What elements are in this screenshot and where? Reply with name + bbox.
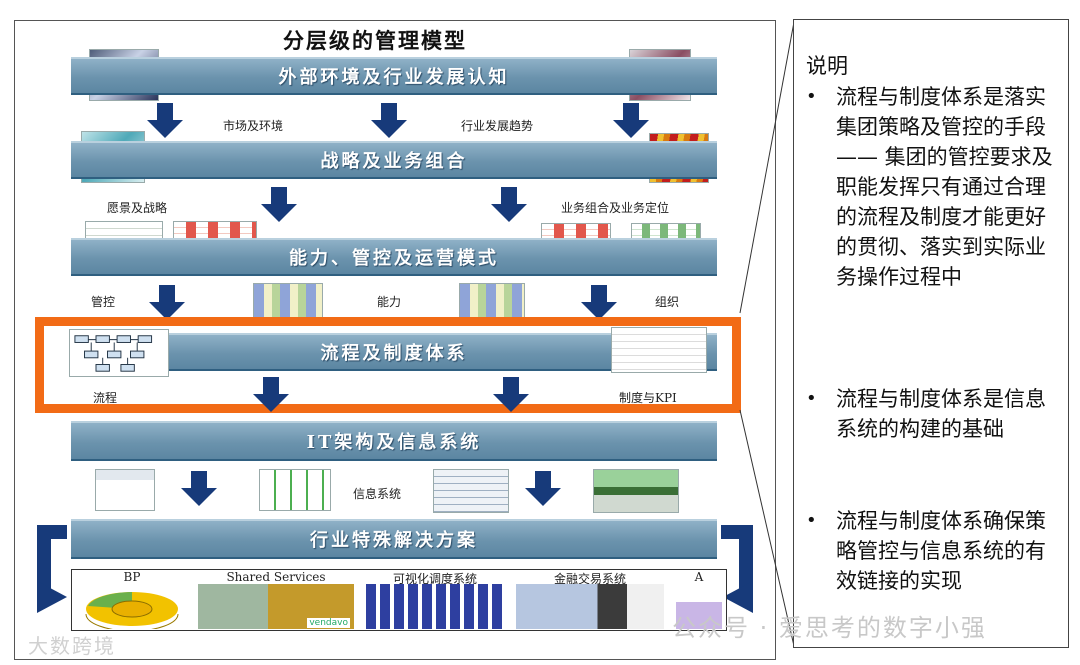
note-text: 流程与制度体系是信息系统的构建的基础 [836,384,1058,444]
down-arrow-icon [581,285,617,321]
notes-panel: 说明 • 流程与制度体系是落实集团策略及管控的手段—— 集团的管控要求及职能发挥… [793,19,1069,648]
label-market: 市场及环境 [223,117,283,134]
screenshot-thumbnail [95,469,155,511]
solution-visual-dispatch: 可视化调度系统 [360,570,510,632]
band-label: IT架构及信息系统 [71,423,717,459]
label-info-system: 信息系统 [353,485,401,502]
notes-title: 说明 [806,50,848,80]
watermark-right: 公众号 · 爱思考的数字小强 [672,608,987,643]
watermark-left: 大数跨境 [28,630,116,659]
band-label: 行业特殊解决方案 [71,521,717,557]
down-arrow-icon [491,187,527,223]
label-trend: 行业发展趋势 [461,117,533,134]
solutions-strip: BP Shared Services vendavo 可视化调度系统 金融交易系… [71,569,727,631]
band-label: 战略及业务组合 [71,143,717,177]
down-arrow-icon [181,471,217,507]
solution-label: BP [72,570,192,584]
note-item: • 流程与制度体系是信息系统的构建的基础 [806,384,1058,444]
down-arrow-icon [253,377,289,413]
band-label: 能力、管控及运营模式 [71,240,717,274]
down-arrow-icon [147,103,183,139]
down-arrow-icon [371,103,407,139]
down-arrow-icon [149,285,185,321]
bullet-icon: • [806,506,836,596]
band-it: IT架构及信息系统 [71,421,717,461]
band-capability: 能力、管控及运营模式 [71,238,717,276]
screenshot-thumbnail [259,469,331,511]
solution-bp: BP [72,570,192,632]
solution-shared-services: Shared Services vendavo [192,570,360,632]
note-item: • 流程与制度体系是落实集团策略及管控的手段—— 集团的管控要求及职能发挥只有通… [806,82,1058,292]
label-control: 管控 [91,293,115,310]
dispatch-screen-image [366,584,504,629]
label-portfolio: 业务组合及业务定位 [561,199,669,216]
label-flow: 流程 [93,389,117,406]
pie-chart-icon [78,584,186,629]
down-arrow-icon [613,103,649,139]
note-text: 流程与制度体系确保策略管控与信息系统的有效链接的实现 [836,506,1058,596]
feedback-arrowhead-icon [37,581,67,613]
solution-financial-trading: 金融交易系统 [510,570,670,632]
note-item: • 流程与制度体系确保策略管控与信息系统的有效链接的实现 [806,506,1058,596]
trading-image [516,584,664,629]
screenshot-thumbnail [593,469,679,513]
band-industry: 行业特殊解决方案 [71,519,717,559]
label-policy-kpi: 制度与KPI [619,389,677,406]
vendor-logo: vendavo [307,618,350,628]
shared-services-image: vendavo [198,584,354,629]
bullet-icon: • [806,384,836,444]
solution-label: A [670,570,728,584]
bullet-icon: • [806,82,836,292]
label-organization: 组织 [655,293,679,310]
band-label: 外部环境及行业发展认知 [71,59,717,93]
down-arrow-icon [493,377,529,413]
solution-label: Shared Services [192,570,360,584]
down-arrow-icon [525,471,561,507]
band-external-environment: 外部环境及行业发展认知 [71,57,717,95]
management-model-diagram: 分层级的管理模型 外部环境及行业发展认知 市场及环境 行业发展趋势 战略及业务组… [14,20,776,660]
diagram-title: 分层级的管理模型 [273,25,477,55]
down-arrow-icon [261,187,297,223]
label-vision: 愿景及战略 [107,199,167,216]
note-text: 流程与制度体系是落实集团策略及管控的手段—— 集团的管控要求及职能发挥只有通过合… [836,82,1058,292]
label-ability: 能力 [377,293,401,310]
band-strategy: 战略及业务组合 [71,141,717,179]
screenshot-thumbnail [433,469,509,513]
